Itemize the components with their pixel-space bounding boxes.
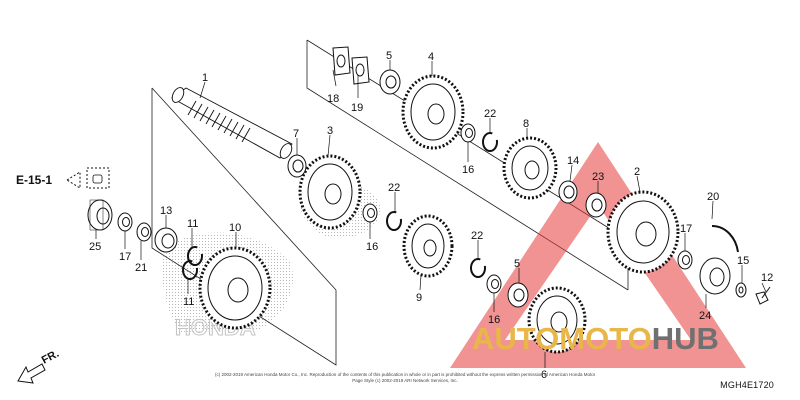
washer-16c [486, 274, 502, 294]
leader-lines [95, 60, 767, 368]
watermark-hub: HUB [652, 321, 719, 356]
callout-7[interactable]: 7 [293, 128, 299, 140]
bearing-5a [379, 69, 401, 95]
gear-3 [298, 154, 362, 230]
callout-3[interactable]: 3 [327, 125, 333, 137]
callout-16b[interactable]: 16 [462, 164, 474, 176]
gear-8 [502, 136, 558, 200]
washer-21 [136, 222, 152, 242]
callout-15[interactable]: 15 [737, 255, 749, 267]
callout-14[interactable]: 14 [567, 155, 579, 167]
part-labels: 1 2 3 4 5 5 6 7 8 9 10 11 11 12 13 14 15… [89, 50, 773, 381]
main-shaft [171, 87, 293, 159]
gear-10 [198, 246, 272, 330]
small-parts [87, 46, 771, 308]
clip-20 [711, 225, 739, 253]
callout-1[interactable]: 1 [202, 72, 208, 84]
bearing-23 [585, 192, 607, 218]
callout-13[interactable]: 13 [160, 205, 172, 217]
washer-15 [735, 282, 747, 298]
spline-washer-19 [351, 56, 370, 85]
callout-11a[interactable]: 11 [187, 218, 198, 230]
circlip-11a [187, 246, 203, 266]
copyright-line-1: (c) 2002-2019 American Honda Motor Co., … [215, 372, 595, 377]
callout-6[interactable]: 6 [541, 369, 547, 381]
washer-16a [362, 203, 378, 223]
figure-code: MGH4E1720 [720, 380, 774, 390]
callout-4[interactable]: 4 [428, 51, 434, 63]
gear-6 [527, 286, 587, 354]
bearing-5b [507, 282, 529, 308]
circlip-11b [182, 260, 198, 280]
callout-10[interactable]: 10 [229, 222, 241, 234]
collar-13 [154, 227, 178, 253]
direction-label: FR. [40, 348, 61, 367]
copyright-notice: (c) 2002-2019 American Honda Motor Co., … [215, 372, 595, 384]
washer-14 [558, 180, 578, 204]
callout-2[interactable]: 2 [634, 166, 640, 178]
washer-17a [117, 212, 133, 232]
callout-8[interactable]: 8 [523, 118, 529, 130]
circlip-22c [470, 258, 486, 278]
callout-19[interactable]: 19 [351, 102, 363, 114]
circlip-22a [386, 211, 402, 231]
watermark-moto: MOTO [559, 321, 651, 356]
callout-9[interactable]: 9 [416, 292, 422, 304]
collar-7 [287, 154, 307, 178]
callout-25[interactable]: 25 [89, 241, 101, 253]
callout-17b[interactable]: 17 [680, 223, 692, 235]
gear-9 [402, 214, 454, 278]
callout-18[interactable]: 18 [327, 93, 339, 105]
callout-17a[interactable]: 17 [119, 251, 131, 263]
watermark-text: AUTOMOTOHUB [472, 321, 719, 356]
bearing-24 [699, 257, 731, 295]
washer-16b [460, 123, 476, 143]
callout-12[interactable]: 12 [761, 272, 773, 284]
bearing-25 [87, 199, 113, 231]
callout-16a[interactable]: 16 [366, 241, 378, 253]
gear-4 [401, 74, 465, 150]
reference-label[interactable]: E-15-1 [16, 173, 52, 187]
watermark-auto: AUTO [472, 321, 559, 356]
callout-24[interactable]: 24 [699, 310, 711, 322]
callout-16c[interactable]: 16 [488, 314, 500, 326]
watermark-triangle [450, 142, 746, 368]
gear-2 [606, 190, 680, 274]
callout-22b[interactable]: 22 [484, 108, 496, 120]
washer-17b [677, 250, 693, 270]
copyright-line-2: Page Style (c) 2002-2019 ARI Network Ser… [352, 378, 458, 383]
callout-22a[interactable]: 22 [388, 182, 400, 194]
svg-text:AUTOMOTOHUB: AUTOMOTOHUB [472, 321, 719, 356]
callout-22c[interactable]: 22 [471, 230, 483, 242]
callout-23[interactable]: 23 [592, 171, 604, 183]
callout-20[interactable]: 20 [707, 191, 719, 203]
bolt-12 [755, 286, 771, 305]
spline-washer-18 [332, 46, 351, 76]
direction-arrow: FR. [17, 348, 61, 384]
circlip-22b [482, 132, 498, 152]
callout-21[interactable]: 21 [135, 262, 147, 274]
callout-11b[interactable]: 11 [183, 296, 194, 308]
reference-e-15-1[interactable]: E-15-1 [16, 167, 110, 189]
callout-5b[interactable]: 5 [514, 258, 520, 270]
callout-5a[interactable]: 5 [386, 50, 392, 62]
